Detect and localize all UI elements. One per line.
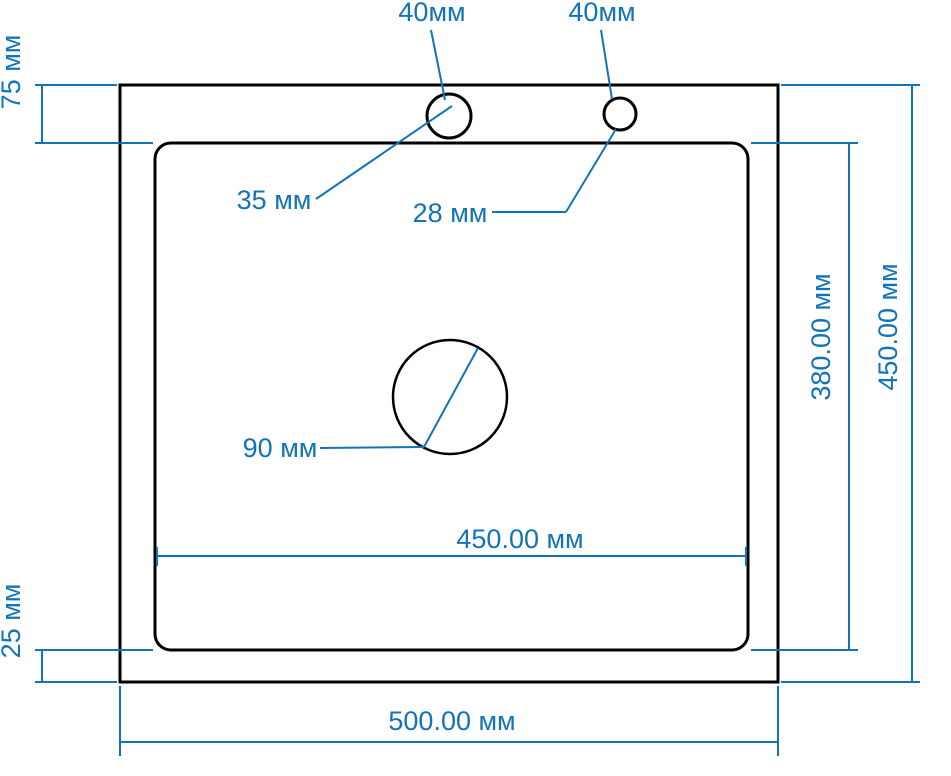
- leader-line: [600, 29, 613, 100]
- sink-outline-group: [118, 83, 780, 684]
- leader-line: [319, 446, 425, 449]
- label-hole-left-diameter: 35 мм: [237, 185, 312, 215]
- label-overall-height: 450.00 мм: [873, 263, 903, 390]
- diameter-line: [423, 347, 479, 448]
- dimension-lines-group: [35, 29, 920, 756]
- label-top-hole-left: 40мм: [398, 0, 465, 27]
- leader-line: [430, 29, 446, 101]
- sink-outer-edge: [118, 83, 780, 684]
- label-hole-right-diameter: 28 мм: [413, 198, 488, 228]
- label-bowl-height: 380.00 мм: [806, 273, 836, 400]
- label-rim-top: 75 мм: [0, 35, 26, 110]
- leader-line: [565, 128, 617, 213]
- sink-bowl-edge: [153, 141, 750, 652]
- leader-line: [315, 105, 453, 200]
- faucet-hole-right: [602, 96, 638, 132]
- label-top-hole-right: 40мм: [568, 0, 635, 27]
- label-bowl-width: 450.00 мм: [456, 524, 583, 554]
- faucet-hole-left: [425, 92, 473, 140]
- label-drain-diameter: 90 мм: [243, 433, 318, 463]
- drain-hole: [391, 338, 509, 456]
- label-rim-bottom: 25 мм: [0, 584, 26, 659]
- dimension-labels-group: 40мм 40мм 75 мм 35 мм 28 мм 90 мм 450.00…: [0, 0, 903, 736]
- label-overall-width: 500.00 мм: [388, 706, 515, 736]
